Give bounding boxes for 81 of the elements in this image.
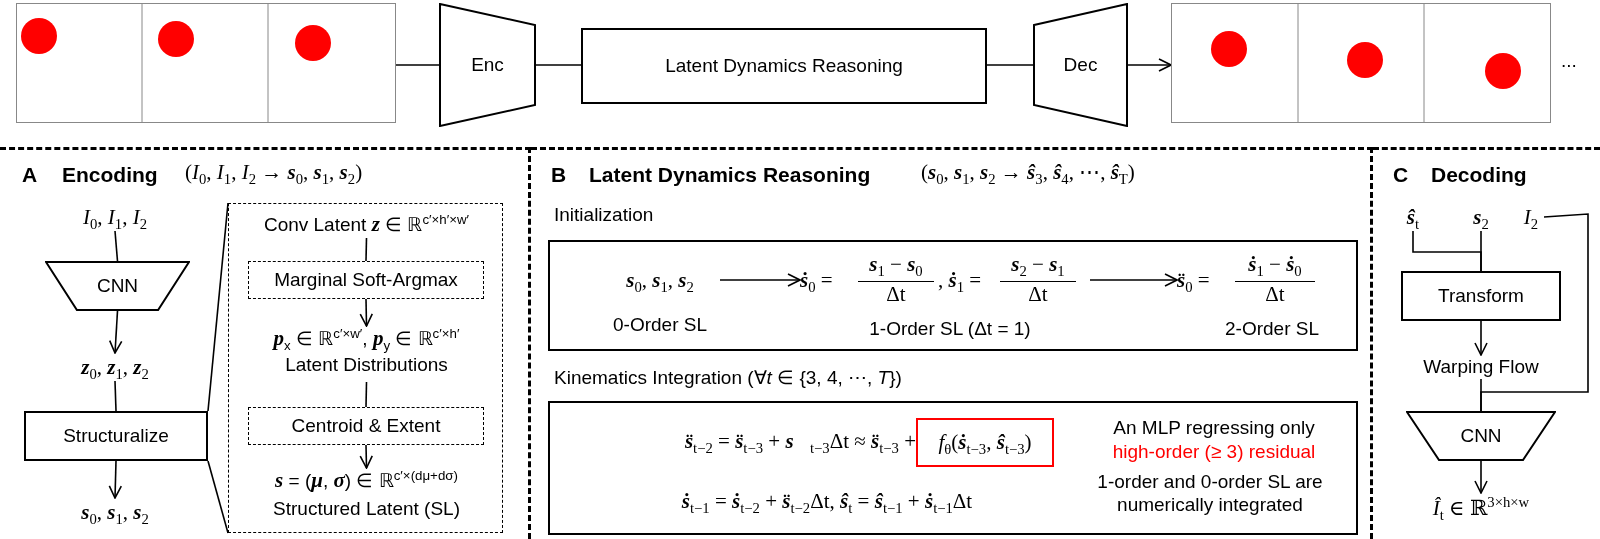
box-label: Enc — [471, 54, 504, 76]
arrow — [719, 273, 801, 287]
math-expression: s̈$_{t−2}$ = s̈$_{t−3}$ + s⃛$_{t−3}$Δt ≈ s̈$_{t−3}$ + — [683, 429, 916, 455]
math-expression: Δt — [1264, 282, 1286, 308]
math-expression: ŝ$_{t}$ — [1397, 203, 1429, 231]
math-expression: , ṡ$_{1}$ = — [938, 268, 983, 294]
arrow — [1089, 273, 1178, 287]
connector-line — [1480, 230, 1482, 272]
note-text: 1-order and 0-order SL are numerically integrated — [1096, 471, 1324, 517]
note-text: high-order (≥ 3) residual — [1111, 441, 1317, 464]
math-expression: I$_{0}$, I$_{1}$, I$_{2}$ — [65, 203, 165, 231]
process-box — [581, 28, 987, 104]
text-label: Warping Flow — [1411, 355, 1551, 379]
text-label: s = (μ, σ) ∈ ℝ$^{c′×(dμ+dσ)}$ — [274, 468, 459, 494]
connector-line — [365, 237, 368, 262]
zoom-line — [207, 202, 229, 412]
math-expression: z$_{0}$, z$_{1}$, z$_{2}$ — [60, 353, 170, 381]
panel-heading: Decoding — [1431, 162, 1528, 188]
connector-line — [114, 380, 117, 412]
text-label: 2-Order SL — [1224, 318, 1320, 341]
panel-heading: Encoding — [62, 162, 159, 188]
text-label: Conv Latent z ∈ ℝ$^{c′×h′×w′}$ — [235, 210, 498, 238]
connector-line — [365, 381, 368, 408]
text-label: Structured Latent (SL) — [272, 498, 461, 521]
highlight-box — [916, 418, 1054, 467]
note-text: An MLP regressing only — [1112, 417, 1316, 440]
process-box — [1401, 271, 1561, 321]
zoom-line — [207, 460, 229, 534]
arrow — [359, 298, 374, 327]
arrow — [1127, 58, 1172, 72]
connector-line — [395, 64, 440, 66]
math-expression: (s$_{0}$, s$_{1}$, s$_{2}$ → ŝ$_{3}$, ŝ$_{4}$, ⋯, ŝ$_{T}$) — [921, 160, 1136, 186]
box-label: Dec — [1063, 54, 1098, 76]
arrow — [1474, 320, 1488, 356]
connector-line — [535, 64, 582, 66]
panel-letter: B — [551, 162, 568, 188]
panel-letter: C — [1393, 162, 1410, 188]
math-expression: s$_{0}$, s$_{1}$, s$_{2}$ — [625, 268, 695, 294]
box-label: Transform — [1438, 285, 1524, 307]
math-expression: I$_{2}$ — [1518, 203, 1544, 231]
box-label: CNN — [96, 275, 139, 297]
box-label: Structuralize — [63, 425, 169, 447]
arrow — [1474, 460, 1488, 494]
math-expression: Δt — [1027, 282, 1049, 308]
math-expression: Î$_{t}$ ∈ ℝ$^{3×h×w}$ — [1411, 493, 1551, 523]
box-label: Centroid & Extent — [291, 415, 441, 437]
connector-line — [1480, 213, 1589, 412]
math-expression: ṡ$_{t−1}$ = ṡ$_{t−2}$ + s̈$_{t−2}$Δt, ŝ$_{t}$ = ŝ$_{t−1}$ + ṡ$_{t−1}$Δt — [680, 489, 974, 515]
math-expression: s̈$_{0}$ = — [1177, 268, 1211, 294]
box-label: Marginal Soft-Argmax — [274, 269, 458, 291]
panel-heading: Latent Dynamics Reasoning — [589, 162, 872, 188]
math-expression: s$_{1}$ − s$_{0}$ — [868, 252, 924, 278]
process-box — [24, 411, 208, 461]
math-expression: ṡ$_{0}$ = — [800, 268, 834, 294]
math-expression: s$_{2}$ − s$_{1}$ — [1010, 252, 1066, 278]
ellipsis: ... — [1561, 50, 1577, 72]
arrow — [359, 444, 374, 469]
section-heading: Kinematics Integration (∀t ∈ {3, 4, ⋯, T}) — [554, 367, 903, 390]
arrow — [108, 460, 123, 499]
section-panel — [531, 147, 1373, 539]
connector-line — [114, 230, 119, 262]
section-panel — [0, 147, 531, 539]
process-box — [248, 261, 484, 299]
detail-panel — [228, 203, 503, 533]
math-expression: s$_{2}$ — [1465, 203, 1497, 231]
math-expression: (I$_{0}$, I$_{1}$, I$_{2}$ → s$_{0}$, s$_{1}$, s$_{2}$) — [185, 160, 364, 186]
box-label: Latent Dynamics Reasoning — [665, 55, 903, 77]
text-label: p$_{x}$ ∈ ℝ$^{c′×w′}$, p$_{y}$ ∈ ℝ$^{c′×h′}$ — [271, 326, 461, 352]
box-label: CNN — [1460, 425, 1502, 447]
panel-letter: A — [22, 162, 39, 188]
section-heading: Initialization — [554, 204, 655, 227]
math-expression: ṡ$_{1}$ − ṡ$_{0}$ — [1247, 252, 1303, 278]
text-label: Latent Distributions — [284, 354, 449, 377]
math-expression: f$_{θ}$(ṡ$_{t−3}$, ŝ$_{t−3}$) — [938, 430, 1032, 455]
text-label: 0-Order SL — [612, 314, 708, 337]
math-expression: s$_{0}$, s$_{1}$, s$_{2}$ — [60, 498, 170, 526]
connector-line — [986, 64, 1034, 66]
arrow — [108, 310, 123, 354]
process-box — [248, 407, 484, 445]
text-label: 1-Order SL (Δt = 1) — [868, 318, 1032, 341]
math-expression: Δt — [885, 282, 907, 308]
